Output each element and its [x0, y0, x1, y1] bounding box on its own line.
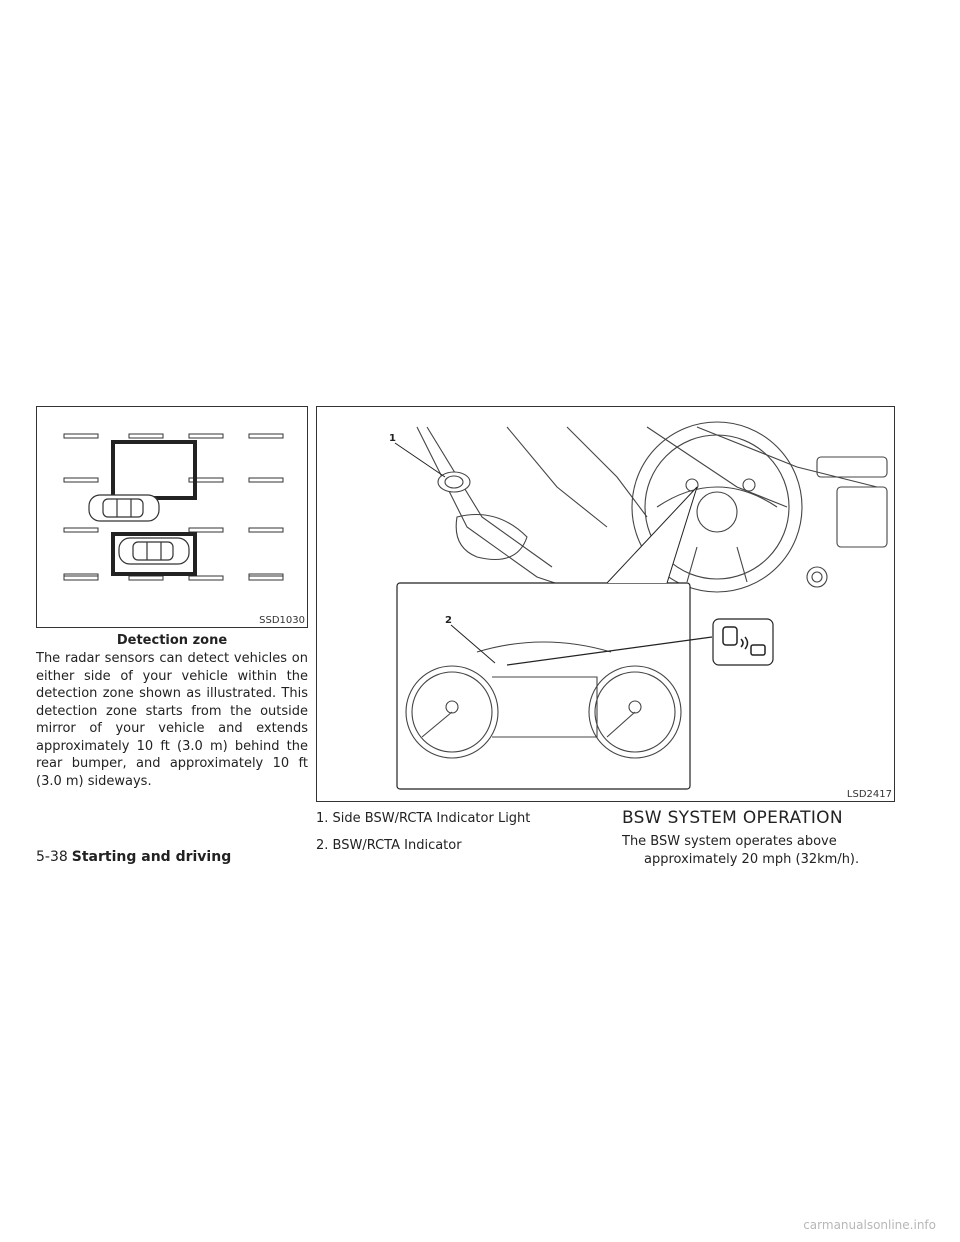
detection-zone-figure: SSD1030	[36, 406, 308, 628]
cockpit-illustration: 1 2	[389, 421, 888, 790]
detection-zone-illustration	[63, 433, 284, 581]
figure-caption: Detection zone	[116, 633, 228, 648]
callout-1: 1	[389, 433, 396, 444]
callout-2: 2	[445, 615, 452, 626]
bsw-indicator-icon	[722, 626, 766, 656]
page-number: 5-38	[36, 849, 68, 865]
legend-item: 1. Side BSW/RCTA Indicator Light	[316, 811, 531, 826]
figure-legend: 1. Side BSW/RCTA Indicator Light 2. BSW/…	[316, 811, 596, 865]
section-heading: BSW SYSTEM OPERATION	[622, 808, 843, 828]
figure-code: LSD2417	[846, 789, 892, 800]
section-paragraph: The BSW system operates above approximat…	[622, 834, 860, 867]
detection-zone-paragraph: The radar sensors can detect vehicles on…	[36, 651, 308, 789]
watermark: carmanualsonline.info	[803, 1218, 936, 1232]
cockpit-figure: 1 2 LSD2417	[316, 406, 895, 802]
legend-item: 2. BSW/RCTA Indicator	[316, 838, 462, 853]
figure-code: SSD1030	[259, 615, 305, 626]
chapter-title: Starting and driving	[71, 849, 232, 865]
